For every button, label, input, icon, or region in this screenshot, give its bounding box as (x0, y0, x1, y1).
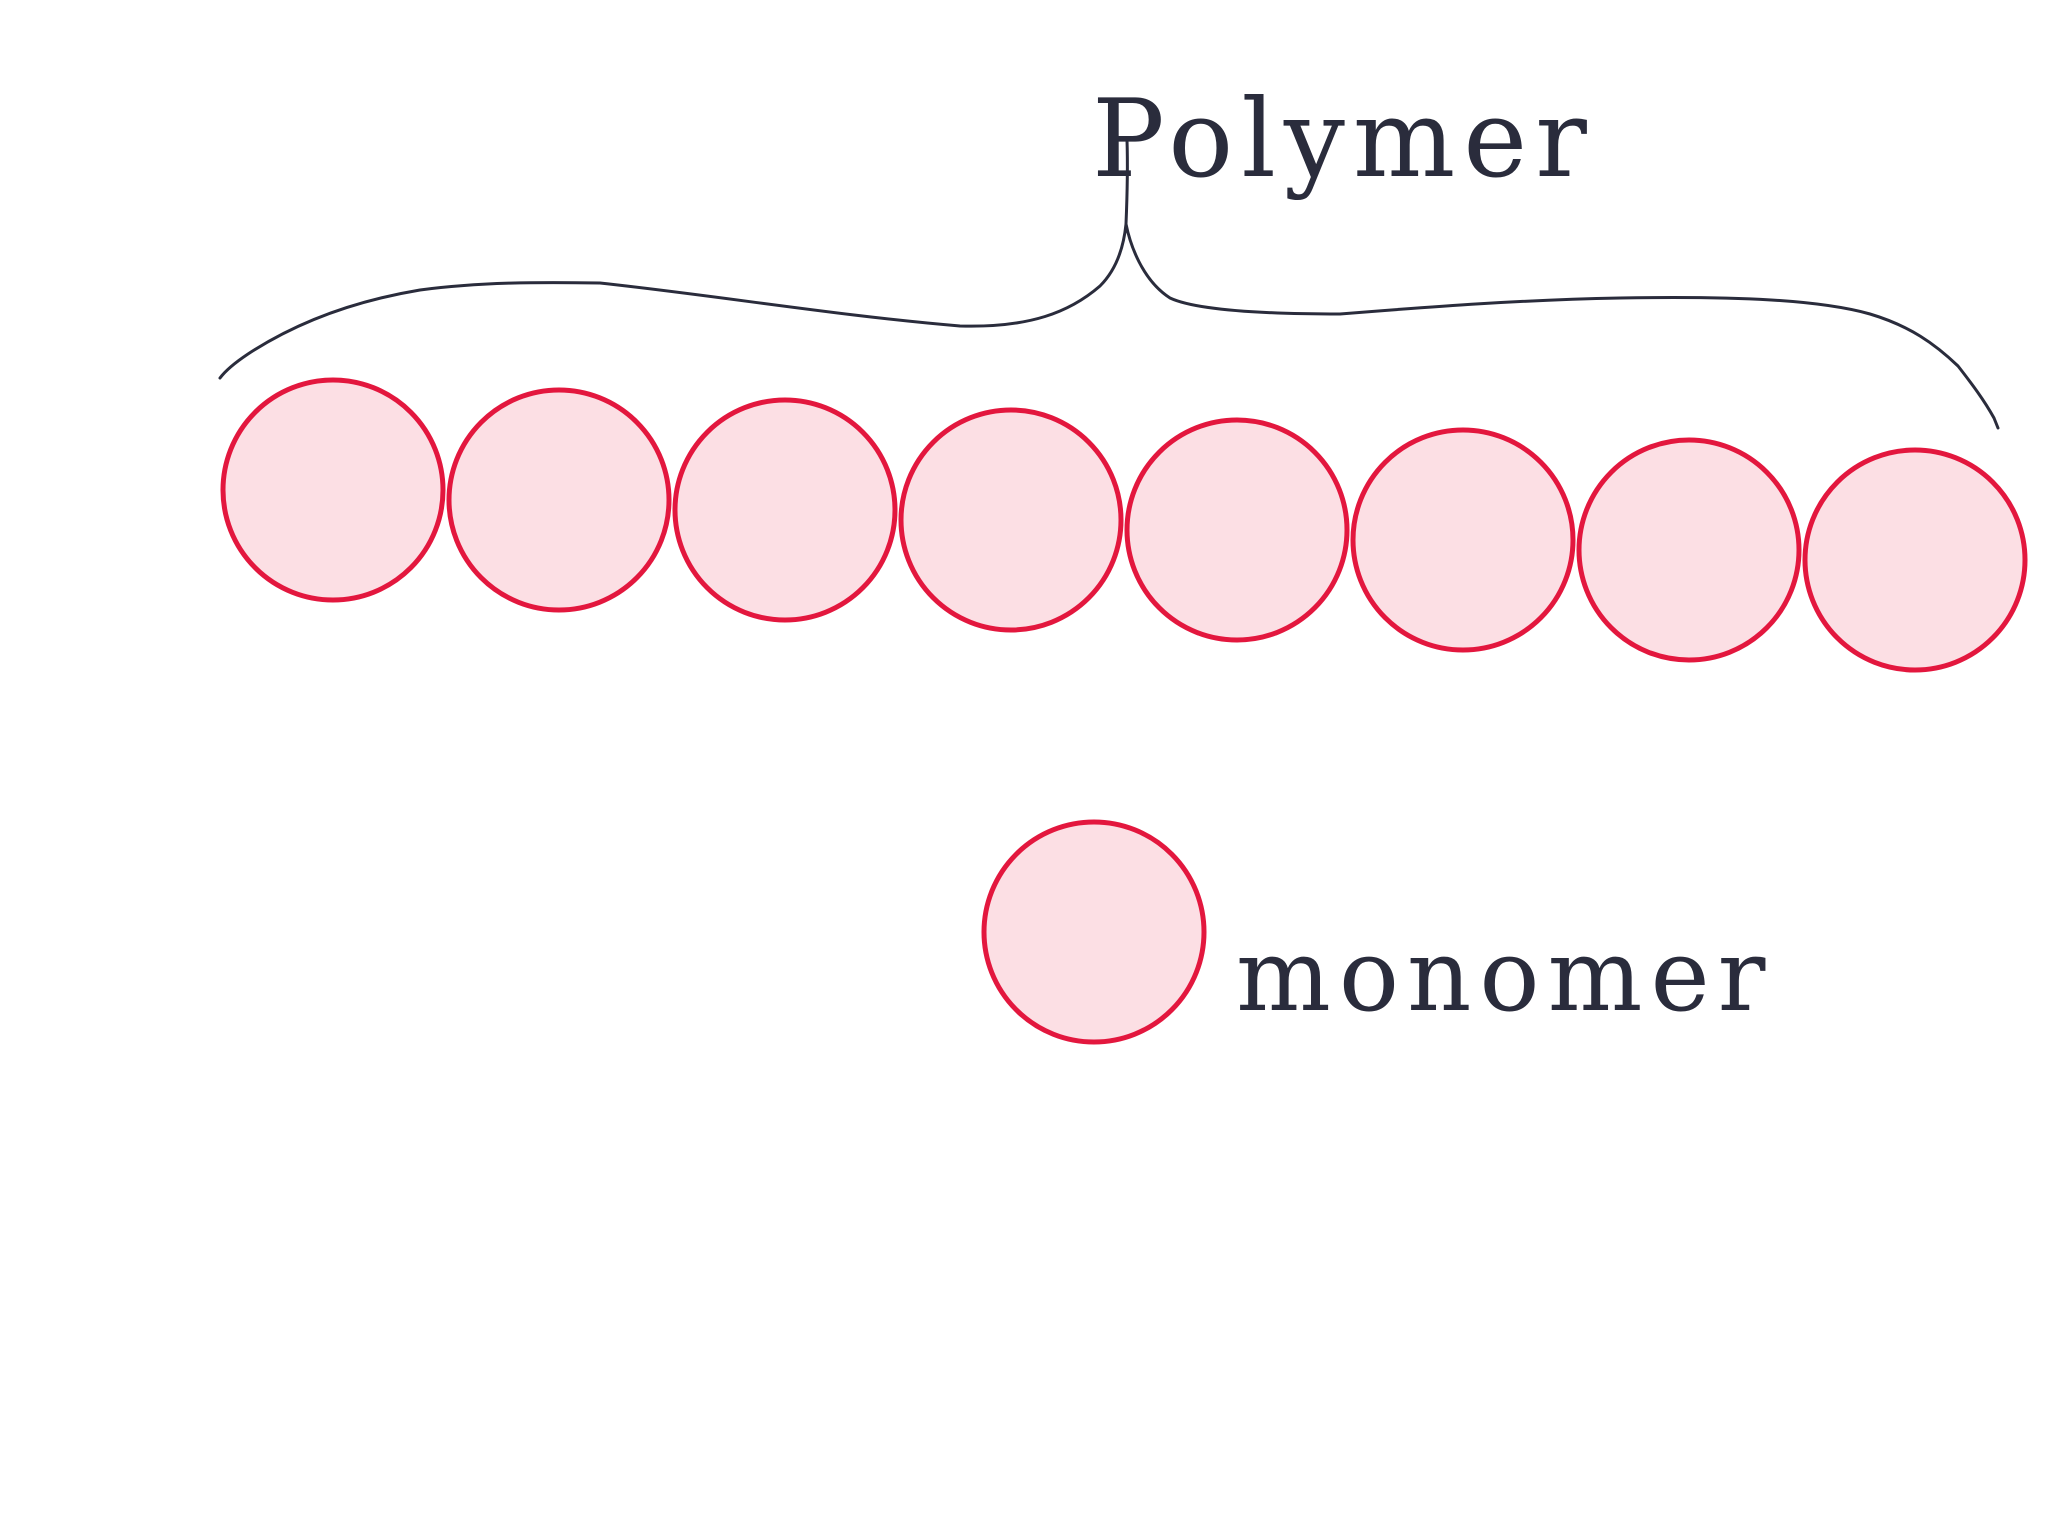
polymer-chain (220, 377, 2028, 673)
polymer-unit-circle (1576, 437, 1802, 663)
polymer-brace-stem (1124, 138, 1129, 226)
monomer-circle (981, 819, 1207, 1045)
polymer-brace (218, 222, 2000, 430)
polymer-unit-circle (898, 407, 1124, 633)
polymer-unit-circle (1124, 417, 1350, 643)
polymer-unit-circle (1802, 447, 2028, 673)
monomer-label: monomer (1236, 917, 1773, 1034)
monomer-example (981, 819, 1207, 1045)
polymer-unit-circle (446, 387, 672, 613)
polymer-unit-circle (1350, 427, 1576, 653)
polymer-label: Polymer (1092, 77, 1595, 202)
polymer-unit-circle (672, 397, 898, 623)
polymer-unit-circle (220, 377, 446, 603)
